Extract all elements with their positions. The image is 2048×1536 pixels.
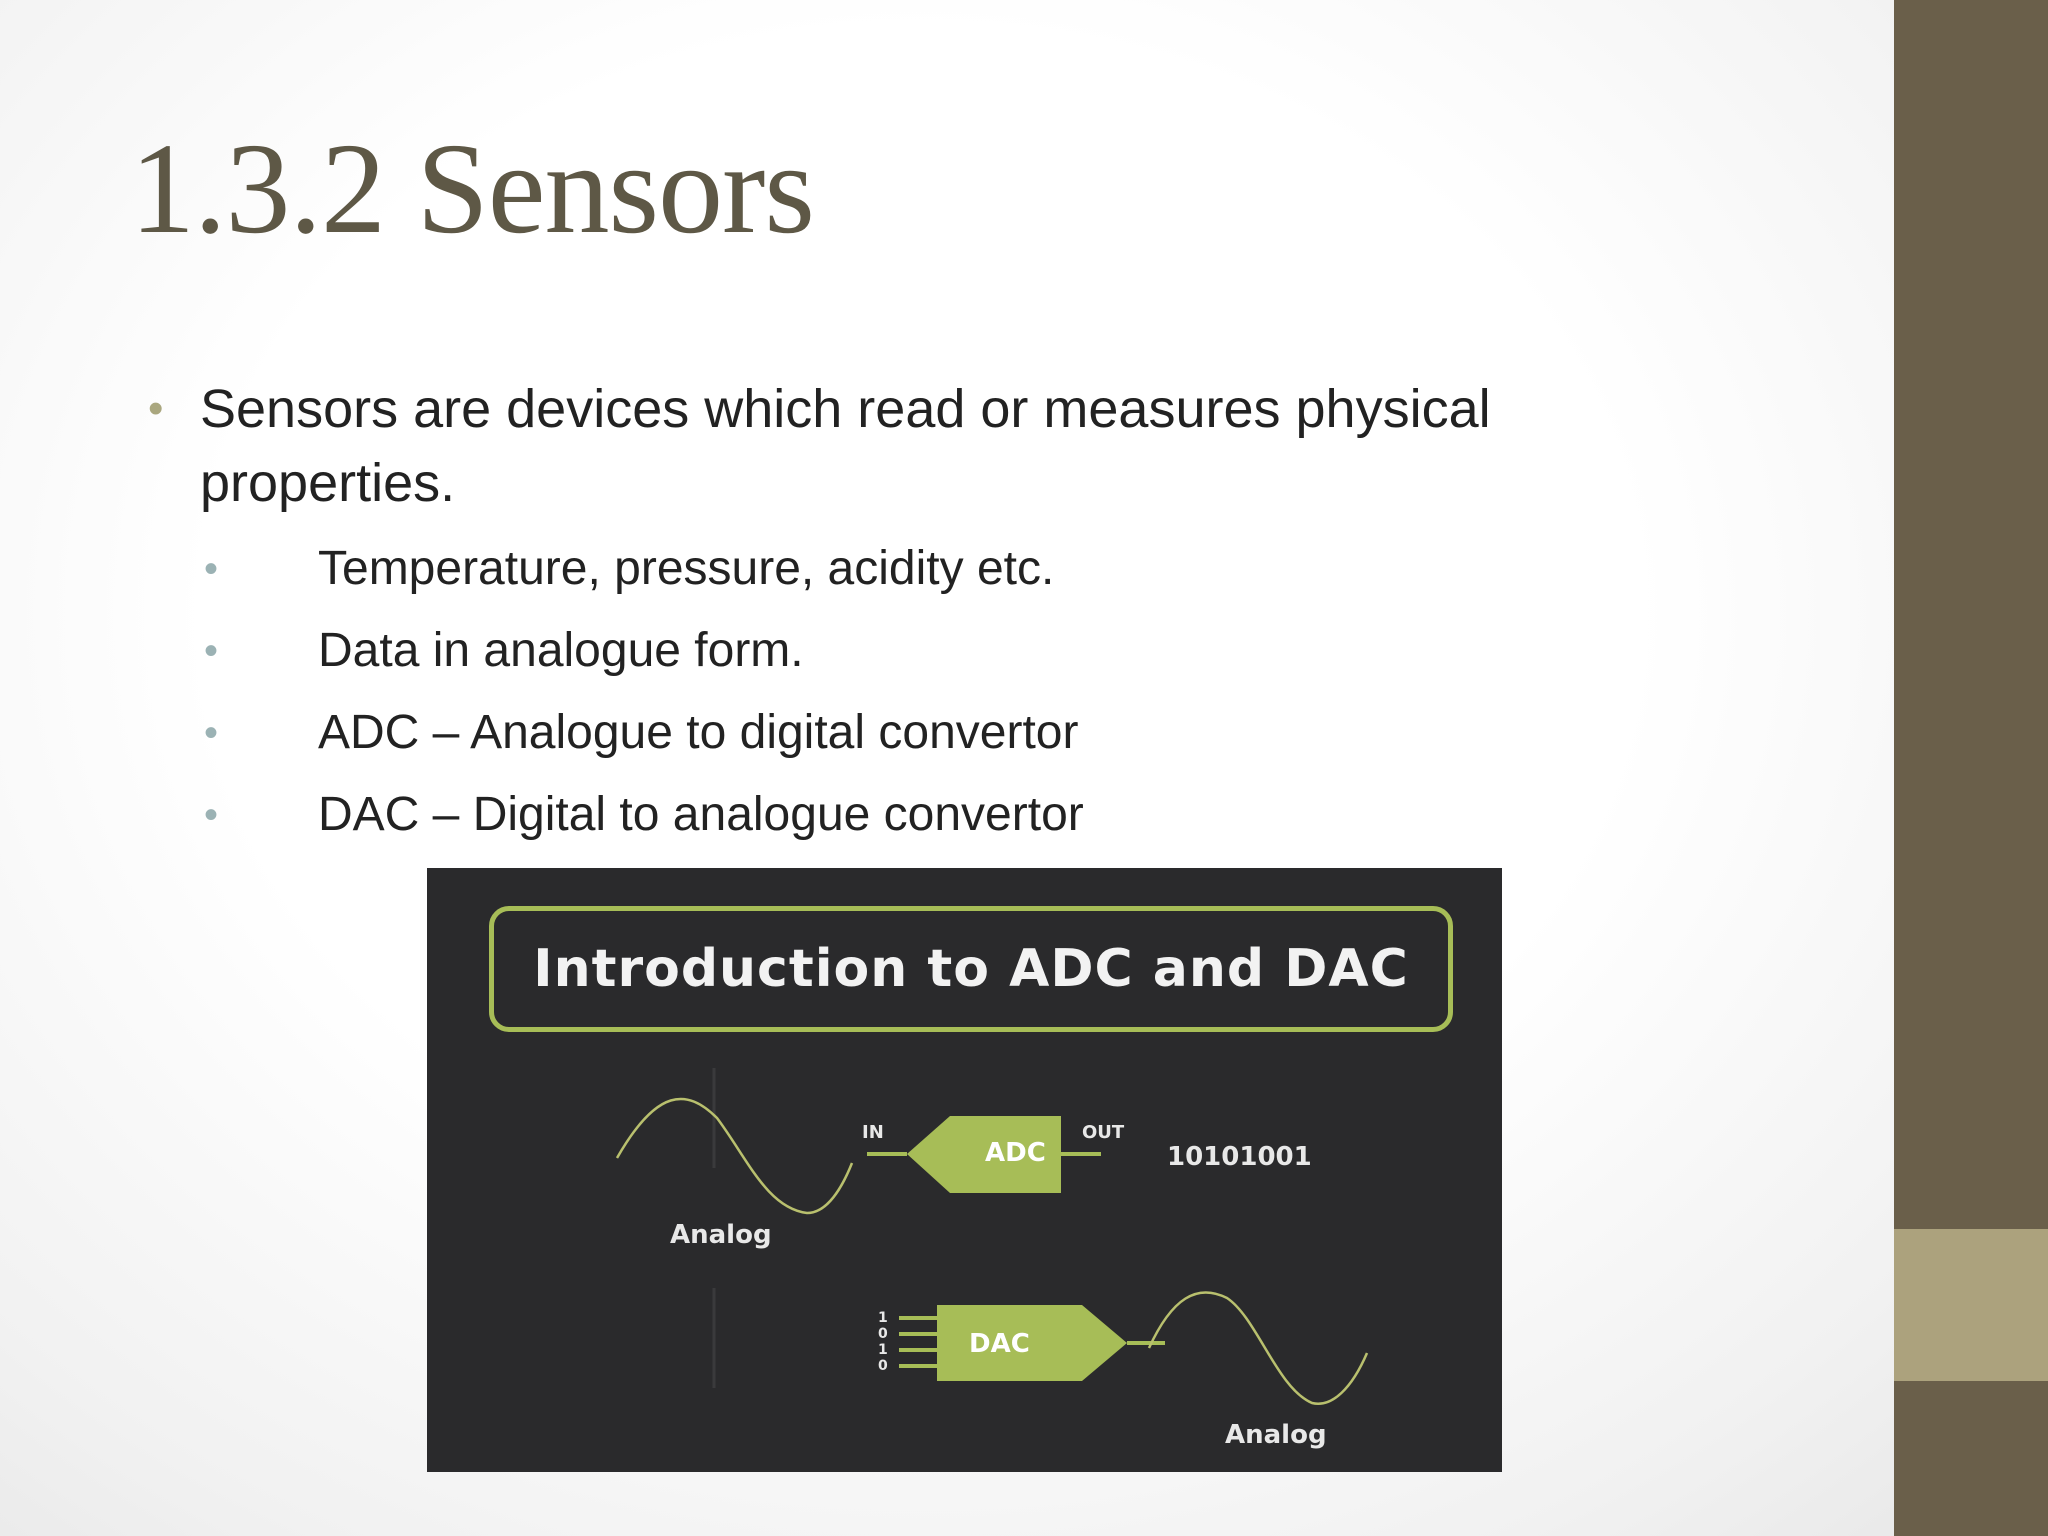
figure-title: Introduction to ADC and DAC <box>533 939 1409 999</box>
sub-bullet-dot-icon: • <box>204 711 219 755</box>
dac-bit: 0 <box>878 1358 888 1374</box>
analog-label-top: Analog <box>670 1220 772 1250</box>
slide-title: 1.3.2 Sensors <box>130 117 815 261</box>
sub-bullet-item: • ADC – Analogue to digital convertor <box>202 692 1708 774</box>
sub-bullet-item: • Temperature, pressure, acidity etc. <box>202 528 1708 610</box>
dac-label: DAC <box>969 1329 1030 1359</box>
adc-block <box>907 1116 1061 1193</box>
sub-bullet-item: • DAC – Digital to analogue convertor <box>202 774 1708 856</box>
analog-wave-bottom <box>1147 1291 1369 1406</box>
sub-bullet-item: • Data in analogue form. <box>202 610 1708 692</box>
figure-title-box: Introduction to ADC and DAC <box>489 906 1453 1032</box>
sub-bullet-text: DAC – Digital to analogue convertor <box>318 788 1084 841</box>
out-label: OUT <box>1082 1122 1125 1143</box>
sub-bullet-dot-icon: • <box>204 629 219 673</box>
digital-value: 10101001 <box>1167 1142 1312 1172</box>
dac-bit: 1 <box>878 1342 888 1358</box>
in-label: IN <box>862 1122 884 1143</box>
adc-dac-diagram-image: Introduction to ADC and DAC ADC IN OUT 1… <box>427 868 1502 1472</box>
bullet-main-text: Sensors are devices which read or measur… <box>200 379 1491 513</box>
sub-bullet-text: ADC – Analogue to digital convertor <box>318 706 1079 759</box>
dac-bit: 1 <box>878 1310 888 1326</box>
sub-bullet-text: Data in analogue form. <box>318 624 804 677</box>
bullet-dot-icon: • <box>148 384 164 433</box>
diagram-graphics <box>615 1068 1369 1406</box>
sub-bullet-dot-icon: • <box>204 547 219 591</box>
adc-label: ADC <box>985 1138 1046 1168</box>
dac-block <box>937 1305 1127 1381</box>
bullet-main: • Sensors are devices which read or meas… <box>148 372 1708 856</box>
analog-wave-top <box>615 1097 854 1215</box>
sub-bullet-text: Temperature, pressure, acidity etc. <box>318 542 1055 595</box>
sub-bullet-list: • Temperature, pressure, acidity etc. • … <box>200 528 1708 856</box>
dac-bit: 0 <box>878 1326 888 1342</box>
analog-label-bottom: Analog <box>1225 1420 1327 1450</box>
sub-bullet-dot-icon: • <box>204 793 219 837</box>
decorative-sidebar-accent <box>1894 1229 2048 1381</box>
bullet-list: • Sensors are devices which read or meas… <box>148 372 1708 856</box>
